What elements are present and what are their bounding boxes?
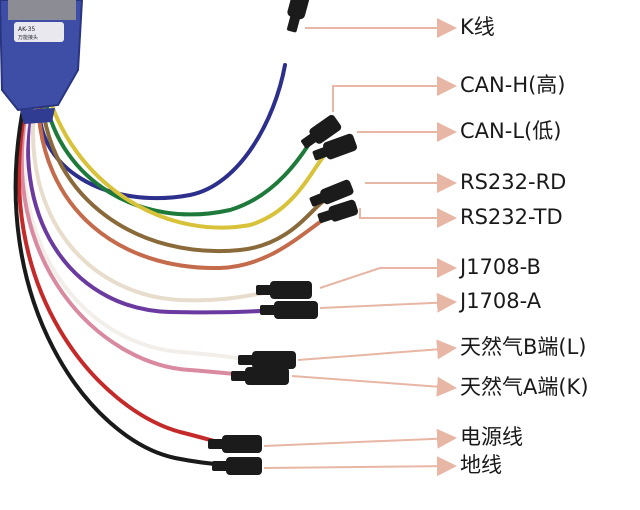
connector-label-plate [14, 22, 64, 42]
plug-group [208, 0, 359, 475]
label-gas-b: 天然气B端(L) [460, 335, 587, 359]
label-gas-a: 天然气A端(K) [460, 375, 589, 399]
wire-k-line [37, 63, 287, 201]
label-rs232-td: RS232-TD [460, 205, 563, 229]
plug-power [208, 435, 262, 453]
arrow-rs232-td [359, 208, 457, 228]
arrow-gas-a [291, 375, 457, 397]
plug-ground [212, 457, 262, 475]
plug-can-l [312, 133, 358, 161]
label-can-l: CAN-L(低) [460, 119, 562, 143]
plug-gas-b [238, 351, 296, 369]
wire-rs232-rd [40, 98, 327, 254]
label-j1708-a: J1708-A [460, 289, 542, 313]
label-j1708-b: J1708-B [460, 255, 541, 279]
arrow-ground [263, 456, 457, 477]
db15-connector: AK-35 万能接头 [0, 0, 84, 124]
label-power: 电源线 [460, 425, 523, 449]
label-k-line: K线 [460, 15, 495, 39]
plug-gas-a [231, 367, 289, 385]
wire-can-h [43, 96, 320, 217]
plug-j1708-b [256, 281, 312, 299]
wire-rs232-td [36, 98, 332, 271]
connector-model-text: AK-35 [18, 26, 35, 33]
wire-gas-b [22, 100, 252, 362]
arrow-power [263, 428, 457, 449]
plug-k-line [286, 0, 317, 33]
plug-rs232-rd [309, 179, 354, 207]
plug-rs232-td [317, 199, 359, 223]
label-can-h: CAN-H(高) [460, 73, 566, 97]
wire-can-l [48, 98, 332, 230]
arrow-can-h [332, 76, 457, 112]
arrow-j1708-a [319, 292, 457, 313]
wire-power [16, 102, 224, 445]
plug-can-h [301, 114, 342, 149]
label-ground: 地线 [460, 453, 502, 477]
wire-bundle [13, 63, 332, 467]
wire-ground [13, 102, 230, 467]
arrow-j1708-b [319, 258, 457, 289]
wire-j1708-a [26, 98, 277, 315]
wire-gas-a [19, 100, 257, 378]
arrow-gas-b [297, 339, 457, 361]
label-rs232-rd: RS232-RD [460, 170, 567, 194]
wire-j1708-b [31, 98, 272, 303]
connector-sub-text: 万能接头 [18, 34, 38, 41]
plug-j1708-a [260, 301, 318, 319]
arrow-group [263, 18, 457, 477]
